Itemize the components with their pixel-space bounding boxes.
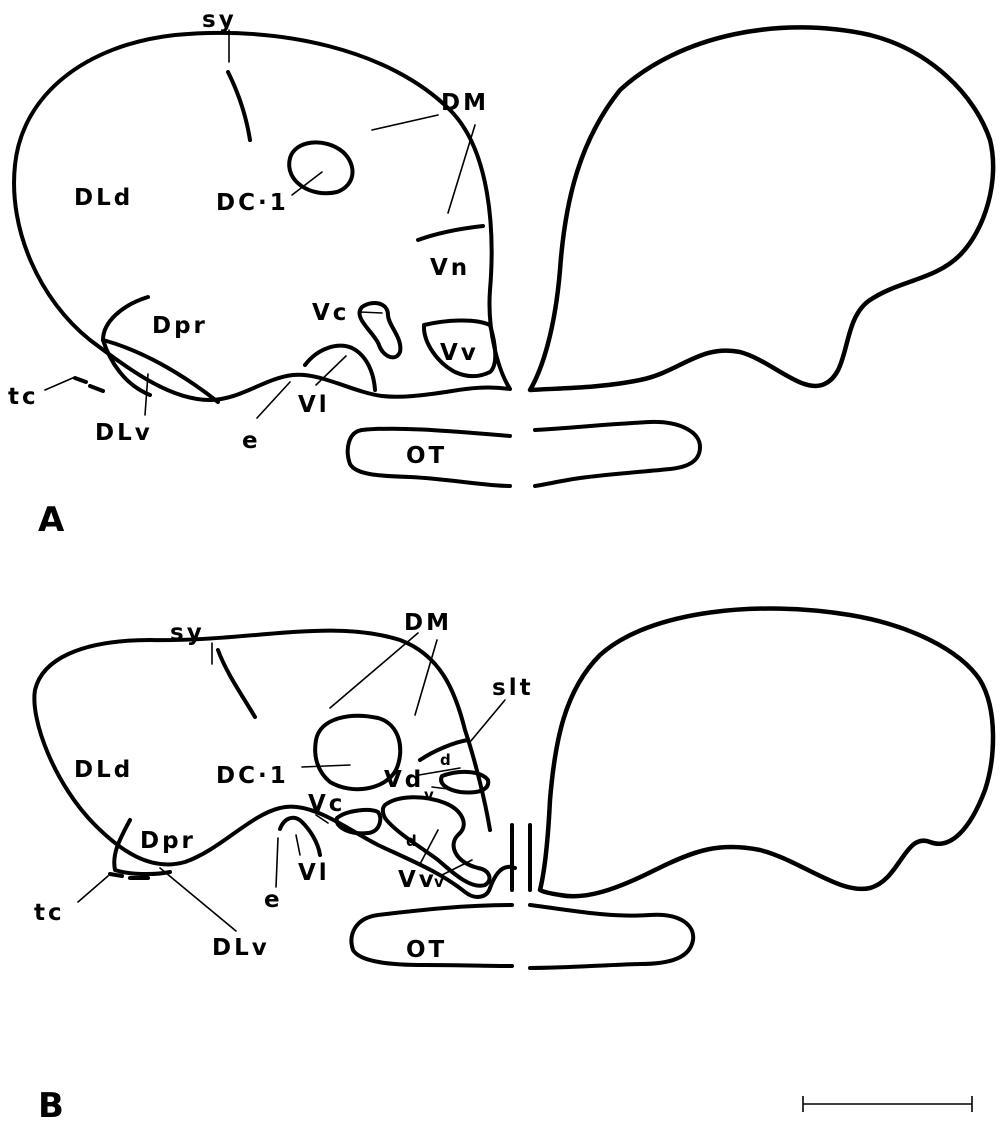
panel-b-label-dld: DLd bbox=[74, 757, 133, 783]
panel-a-tc-dash-2 bbox=[90, 386, 103, 391]
panel-b-sy-sulcus bbox=[218, 650, 255, 717]
panel-a-label-dpr: Dpr bbox=[152, 313, 208, 339]
panel-b-label-dpr: Dpr bbox=[140, 828, 196, 854]
panel-b-arrow-dm-1 bbox=[330, 633, 418, 708]
panel-b-label-vc: Vc bbox=[308, 791, 345, 817]
panel-b-label-vl: Vl bbox=[298, 860, 330, 886]
panel-b-label-d-upper: d bbox=[440, 751, 451, 769]
panel-b-label-v-upper: v bbox=[424, 786, 434, 804]
panel-a-tc-dash-1 bbox=[75, 378, 86, 382]
panel-a-label-dlv: DLv bbox=[95, 420, 153, 446]
panel-a-label-vl: Vl bbox=[298, 392, 330, 418]
panel-b-label-dc1: DC·1 bbox=[216, 763, 289, 789]
panel-b-right-hemisphere-stippled bbox=[540, 608, 993, 896]
panel-a-label-dm: DM bbox=[441, 90, 489, 116]
panel-b-letter: B bbox=[38, 1086, 64, 1126]
panel-a-label-ot: OT bbox=[406, 443, 447, 469]
panel-b-arrow-dc1 bbox=[302, 765, 350, 767]
panel-a-label-dc1: DC·1 bbox=[216, 190, 289, 216]
panel-a-label-tc: tc bbox=[8, 384, 39, 410]
panel-b-label-ot: OT bbox=[406, 937, 447, 963]
panel-b-label-dm: DM bbox=[404, 610, 452, 636]
panel-b-vl-arc bbox=[280, 818, 320, 855]
panel-a-letter: A bbox=[38, 500, 65, 540]
panel-a-arrow-e bbox=[257, 382, 290, 418]
panel-b-label-slt: slt bbox=[492, 675, 534, 701]
panel-b-arrow-e bbox=[276, 838, 278, 887]
panel-b-arrow-tc bbox=[78, 876, 108, 902]
panel-b-label-dlv: DLv bbox=[212, 935, 270, 961]
panel-b-label-sy: sy bbox=[170, 620, 205, 646]
panel-a-label-vc: Vc bbox=[312, 300, 349, 326]
panel-b-label-vd: Vd bbox=[384, 767, 424, 793]
panel-a-label-sy: sy bbox=[202, 7, 237, 33]
scale-bar bbox=[803, 1096, 972, 1112]
panel-b-label-vv: Vv bbox=[398, 867, 437, 893]
panel-a-sy-sulcus bbox=[228, 72, 250, 140]
panel-a-dc1-oval bbox=[289, 142, 352, 193]
panel-a: sy DM DLd DC·1 Vn Dpr Vc Vv tc Vl DLv e … bbox=[8, 7, 993, 540]
panel-a-label-vv: Vv bbox=[440, 340, 479, 366]
panel-a-arrow-dm-1 bbox=[372, 115, 438, 130]
panel-a-label-e: e bbox=[242, 428, 261, 454]
panel-b-label-e: e bbox=[264, 887, 283, 913]
panel-b-tc-dash-1 bbox=[110, 874, 122, 876]
panel-a-arrow-vc bbox=[360, 312, 382, 313]
panel-b: sy DM slt DLd DC·1 d Vd v Vc d Dpr Vl Vv… bbox=[34, 608, 993, 1126]
panel-a-arrow-tc bbox=[45, 377, 75, 390]
panel-b-arrow-slt bbox=[470, 700, 505, 742]
panel-b-label-tc: tc bbox=[34, 900, 65, 926]
panel-a-label-vn: Vn bbox=[430, 255, 470, 281]
panel-a-left-hemisphere-outline bbox=[14, 33, 510, 400]
panel-a-label-dld: DLd bbox=[74, 185, 133, 211]
panel-a-ot-right bbox=[535, 422, 700, 486]
panel-b-arrow-vl bbox=[296, 835, 300, 855]
panel-a-vn-boundary bbox=[418, 226, 483, 240]
panel-b-ot-right bbox=[530, 905, 693, 968]
panel-a-vc-shape bbox=[360, 303, 401, 357]
panel-b-arrow-dlv bbox=[160, 868, 236, 931]
panel-a-arrow-dm-2 bbox=[448, 125, 475, 213]
panel-b-label-v-lower: v bbox=[434, 873, 444, 891]
panel-b-label-d-lower: d bbox=[406, 832, 417, 850]
panel-a-right-hemisphere-stippled bbox=[530, 27, 993, 390]
